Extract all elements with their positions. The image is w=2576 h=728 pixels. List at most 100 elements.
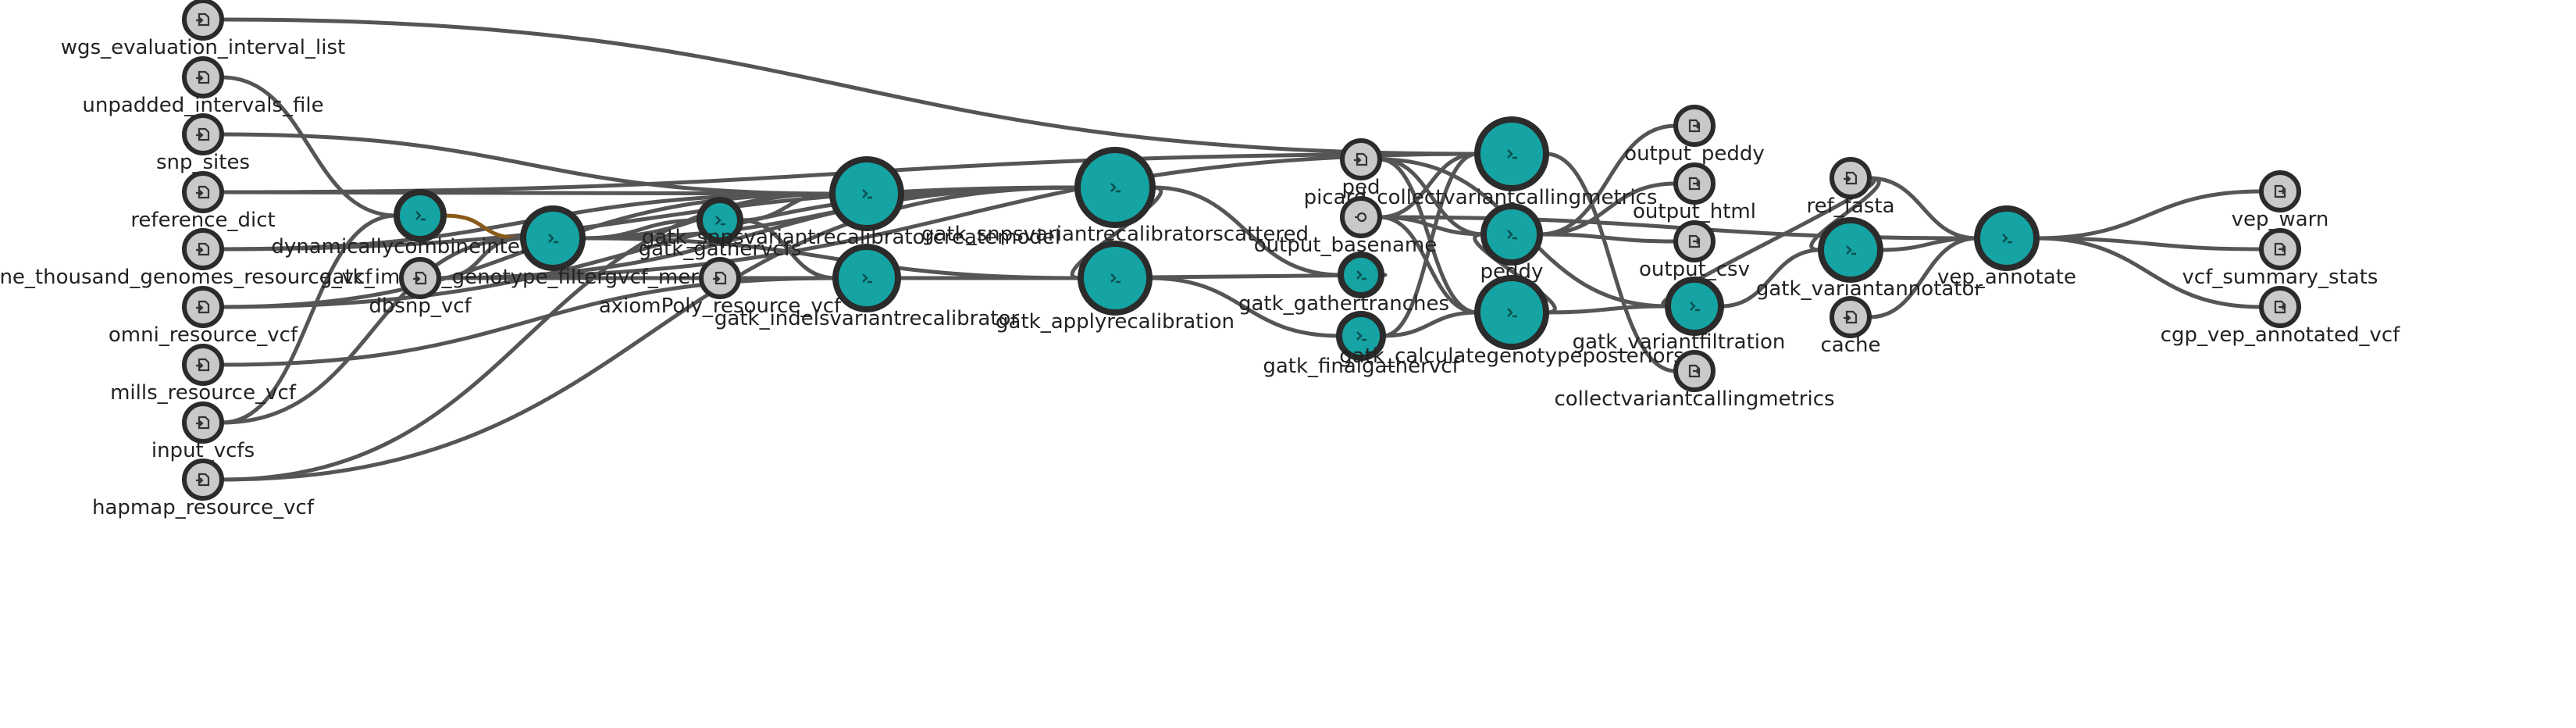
step-node-gatk-calculategenotypeposteriors[interactable]: gatk_calculategenotypeposteriors [1339, 275, 1684, 368]
input-node-axiomPoly-resource-vcf[interactable]: axiomPoly_resource_vcf [599, 257, 842, 318]
input-node-cache[interactable]: cache [1821, 296, 1881, 357]
edge-wgs_evaluation_interval_list-to-picard_collectvariantcallingmetrics [221, 17, 1478, 156]
input-node-one-thousand-genomes-resource-vcf[interactable]: one_thousand_genomes_resource_vcf [0, 228, 372, 289]
node-label: snp_sites [156, 151, 250, 174]
input-node-unpadded-intervals-file[interactable]: unpadded_intervals_file [82, 56, 324, 117]
node-label: output_html [1633, 200, 1756, 223]
input-node-ped[interactable]: ped [1340, 138, 1382, 199]
step-node-gatk-variantannotator[interactable]: gatk_variantannotator [1756, 217, 1983, 301]
input-node-ref-fasta[interactable]: ref_fasta [1806, 157, 1895, 218]
step-node-gatk-indelsvariantrecalibrator[interactable]: gatk_indelsvariantrecalibrator [714, 244, 1020, 330]
input-node-snp-sites[interactable]: snp_sites [156, 113, 250, 174]
output-icon [1688, 364, 1701, 378]
input-icon [1354, 152, 1368, 166]
output-node-vcf-summary-stats[interactable]: vcf_summary_stats [2182, 228, 2378, 289]
input-node-reference-dict[interactable]: reference_dict [130, 171, 276, 232]
input-node-circle[interactable] [182, 459, 224, 501]
input-icon [413, 271, 427, 285]
step-node-vep-annotate[interactable]: vep_annotate [1937, 205, 2076, 289]
step-node-gatk-variantfiltration[interactable]: gatk_variantfiltration [1573, 277, 1786, 354]
step-node-peddy[interactable]: peddy [1480, 203, 1544, 284]
step-node-gatk-gathertranches[interactable]: gatk_gathertranches [1238, 252, 1449, 316]
step-node-gatk-import-genotype-filtergvcf-merge[interactable]: gatk_import_genotype_filtergvcf_merge [319, 205, 724, 289]
node-label: ref_fasta [1806, 194, 1894, 218]
edge-ped-to-peddy [1379, 157, 1484, 237]
node-label: gatk_applyrecalibration [996, 310, 1235, 334]
node-label: gatk_snpsvariantrecalibratorcreatemodel [642, 226, 1060, 249]
input-node-circle[interactable] [699, 257, 741, 299]
input-node-circle[interactable] [182, 286, 224, 328]
node-label: gatk_variantannotator [1756, 277, 1983, 301]
edge-input_vcfs-to-gatk_import_genotype_filtergvcf_merge [221, 236, 524, 425]
node-layer: dynamicallycombineintervals gatk_import_g… [0, 0, 2400, 519]
input-icon [196, 185, 210, 199]
input-node-output-basename[interactable]: output_basename [1254, 196, 1437, 257]
node-label: output_peddy [1624, 142, 1765, 166]
output-node-output-peddy[interactable]: output_peddy [1624, 105, 1765, 166]
input-icon [1844, 171, 1858, 185]
step-node-gatk-applyrecalibration[interactable]: gatk_applyrecalibration [996, 241, 1235, 334]
output-node-output-csv[interactable]: output_csv [1639, 220, 1750, 281]
step-node-dynamicallycombineintervals[interactable]: dynamicallycombineintervals [271, 189, 569, 259]
input-node-input-vcfs[interactable]: input_vcfs [151, 401, 255, 462]
tool-icon [1846, 245, 1856, 255]
input-node-omni-resource-vcf[interactable]: omni_resource_vcf [109, 286, 298, 347]
step-node-gatk-snpsvariantrecalibratorcreatemodel[interactable]: gatk_snpsvariantrecalibratorcreatemodel [642, 156, 1060, 249]
tool-icon [1507, 308, 1517, 318]
input-node-circle[interactable] [182, 113, 224, 155]
node-label: output_basename [1254, 234, 1437, 257]
input-node-circle[interactable] [1830, 296, 1872, 338]
edge-ref_fasta-to-vep_annotate [1869, 176, 1978, 241]
input-node-circle[interactable] [182, 401, 224, 444]
tool-icon [862, 273, 872, 284]
input-node-dbsnp-vcf[interactable]: dbsnp_vcf [369, 257, 472, 318]
input-node-circle[interactable] [182, 0, 224, 41]
input-node-circle[interactable] [1830, 157, 1872, 199]
tool-icon [1110, 183, 1121, 193]
edge-output_basename-to-picard_collectvariantcallingmetrics [1379, 152, 1478, 219]
output-node-collectvariantcallingmetrics[interactable]: collectvariantcallingmetrics [1554, 350, 1835, 411]
input-node-circle[interactable] [182, 56, 224, 98]
input-node-wgs-evaluation-interval-list[interactable]: wgs_evaluation_interval_list [61, 0, 345, 59]
node-label: vep_warn [2232, 208, 2329, 231]
edge-vep_annotate-to-cgp_vep_annotated_vcf [2036, 236, 2262, 309]
edge-vep_annotate-to-vep_warn [2036, 189, 2262, 241]
input-icon [196, 127, 210, 141]
tool-icon [548, 234, 558, 244]
edge-picard_collectvariantcallingmetrics-to-collectvariantcallingmetrics [1545, 152, 1676, 373]
edge-gatk_calculategenotypeposteriors-to-gatk_variantfiltration [1545, 304, 1669, 315]
edge-peddy-to-output_peddy [1539, 123, 1676, 237]
input-node-circle[interactable] [399, 257, 441, 299]
output-node-vep-warn[interactable]: vep_warn [2232, 170, 2329, 231]
step-node-gatk-gathervcfs[interactable]: gatk_gathervcfs [639, 197, 802, 261]
node-label: gatk_indelsvariantrecalibrator [714, 307, 1020, 330]
output-node-output-html[interactable]: output_html [1633, 162, 1756, 223]
input-node-circle[interactable] [1340, 196, 1382, 238]
tool-icon [1110, 273, 1121, 284]
input-node-circle[interactable] [1340, 138, 1382, 180]
input-node-mills-resource-vcf[interactable]: mills_resource_vcf [110, 344, 297, 405]
edge-dbsnp_vcf-to-picard_collectvariantcallingmetrics [438, 152, 1478, 280]
input-icon [196, 70, 210, 84]
input-node-circle[interactable] [182, 344, 224, 386]
edge-hapmap_resource_vcf-to-gatk_snpsvariantrecalibratorscattered [221, 185, 1078, 482]
output-node-cgp-vep-annotated-vcf[interactable]: cgp_vep_annotated_vcf [2161, 286, 2400, 347]
input-icon [196, 12, 210, 27]
node-label: gatk_finalgathervcf [1263, 355, 1459, 378]
output-icon [1688, 119, 1701, 133]
input-icon [196, 473, 210, 487]
input-icon [196, 300, 210, 314]
node-label: gatk_import_genotype_filtergvcf_merge [319, 266, 724, 289]
input-node-circle[interactable] [182, 171, 224, 213]
parameter-icon [1355, 212, 1367, 223]
edge-ref_fasta-to-gatk_variantannotator [1809, 176, 1881, 252]
input-node-circle[interactable] [182, 228, 224, 270]
node-label: gatk_calculategenotypeposteriors [1339, 344, 1683, 368]
input-node-hapmap-resource-vcf[interactable]: hapmap_resource_vcf [92, 459, 315, 519]
edge-gatk_applyrecalibration-to-gatk_finalgathervcf [1149, 276, 1340, 338]
edge-peddy-to-output_html [1539, 181, 1676, 237]
step-node-gatk-finalgathervcf[interactable]: gatk_finalgathervcf [1263, 311, 1460, 378]
node-label: vep_annotate [1937, 266, 2076, 289]
edge-gatk_variantfiltration-to-gatk_variantannotator [1720, 248, 1822, 309]
input-icon [196, 358, 210, 372]
